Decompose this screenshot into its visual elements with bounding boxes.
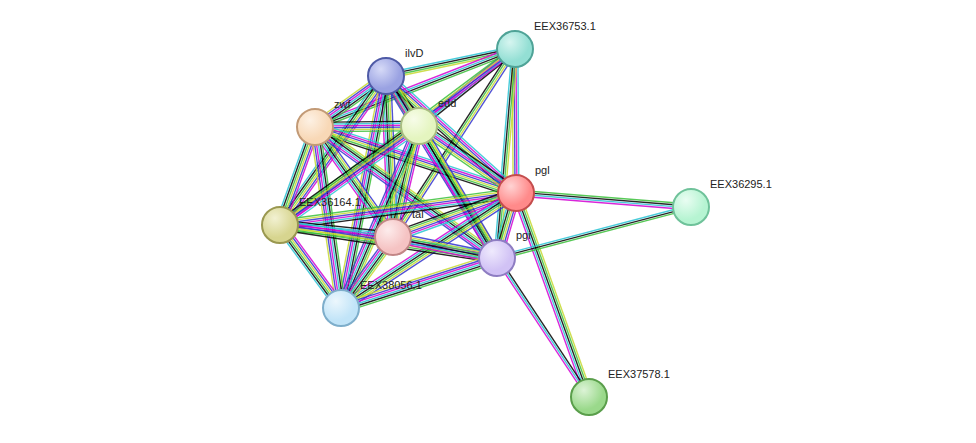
- node-label: edd: [438, 97, 456, 110]
- evidence-line: [409, 245, 480, 259]
- evidence-line: [513, 211, 674, 253]
- interaction-edge: [513, 209, 675, 255]
- node-label: ilvD: [405, 47, 423, 60]
- protein-node: EEX37578.1: [570, 378, 608, 416]
- evidence-line: [292, 237, 333, 293]
- evidence-line: [332, 121, 402, 123]
- node-label: pgi: [516, 229, 531, 242]
- evidence-line: [359, 268, 483, 308]
- evidence-line: [533, 197, 674, 208]
- evidence-line: [515, 66, 517, 176]
- evidence-line: [533, 195, 674, 206]
- interaction-edge: [533, 192, 675, 209]
- evidence-line: [291, 238, 332, 294]
- protein-node: zwf: [296, 108, 334, 146]
- evidence-line: [294, 236, 335, 292]
- evidence-line: [332, 125, 402, 127]
- evidence-line: [522, 209, 584, 381]
- interaction-edge: [356, 259, 483, 308]
- protein-node: ilvD: [367, 57, 405, 95]
- evidence-line: [410, 238, 481, 252]
- node-label: tal: [412, 208, 424, 221]
- evidence-line: [289, 239, 330, 295]
- protein-node: pgl: [497, 174, 535, 212]
- node-label: EEX36164.1: [299, 196, 361, 209]
- evidence-line: [296, 191, 498, 218]
- evidence-line: [357, 264, 481, 304]
- evidence-line: [497, 208, 506, 240]
- evidence-line: [524, 208, 586, 380]
- node-label: EEX38056.1: [360, 279, 422, 292]
- evidence-line: [517, 66, 519, 176]
- evidence-line: [326, 82, 369, 113]
- evidence-line: [514, 213, 675, 255]
- evidence-line: [332, 123, 402, 125]
- evidence-line: [332, 128, 402, 130]
- evidence-line: [410, 239, 481, 253]
- protein-node: pgi: [478, 239, 516, 277]
- interaction-edge: [332, 121, 402, 131]
- protein-node: EEX38056.1: [322, 289, 360, 327]
- interaction-edge: [286, 236, 335, 297]
- evidence-line: [505, 273, 578, 384]
- protein-node: EEX36295.1: [672, 188, 710, 226]
- evidence-line: [506, 272, 579, 383]
- evidence-line: [292, 134, 403, 213]
- evidence-line: [356, 260, 480, 300]
- evidence-line: [409, 241, 480, 255]
- evidence-line: [358, 266, 482, 306]
- evidence-line: [357, 262, 481, 302]
- protein-node: EEX36164.1: [261, 206, 299, 244]
- node-label: EEX36295.1: [710, 178, 772, 191]
- interaction-edge: [497, 208, 516, 243]
- node-label: EEX37578.1: [608, 368, 670, 381]
- evidence-line: [434, 62, 503, 118]
- evidence-line: [508, 271, 581, 382]
- evidence-line: [499, 209, 508, 241]
- node-label: zwf: [334, 98, 351, 111]
- evidence-line: [409, 243, 480, 257]
- evidence-line: [332, 126, 402, 128]
- evidence-line: [435, 133, 504, 181]
- interaction-edge: [326, 82, 375, 121]
- interaction-edge: [409, 236, 482, 260]
- evidence-line: [525, 208, 587, 380]
- evidence-line: [286, 242, 327, 298]
- evidence-line: [496, 66, 511, 241]
- evidence-line: [513, 209, 674, 251]
- evidence-line: [288, 240, 329, 296]
- protein-node: EEX36753.1: [496, 30, 534, 68]
- evidence-line: [498, 66, 513, 241]
- node-label: EEX36753.1: [534, 20, 596, 33]
- protein-node: edd: [400, 107, 438, 145]
- evidence-line: [356, 259, 480, 299]
- node-label: pgl: [535, 164, 550, 177]
- interaction-edge: [505, 271, 581, 384]
- protein-node: tal: [374, 218, 412, 256]
